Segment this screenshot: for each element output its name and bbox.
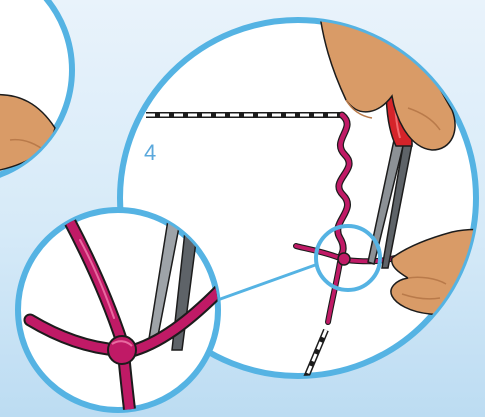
knot-zoom-circle <box>18 210 220 414</box>
step-number: 4 <box>144 140 156 166</box>
zoom-knot <box>108 336 136 364</box>
knot <box>338 253 350 265</box>
